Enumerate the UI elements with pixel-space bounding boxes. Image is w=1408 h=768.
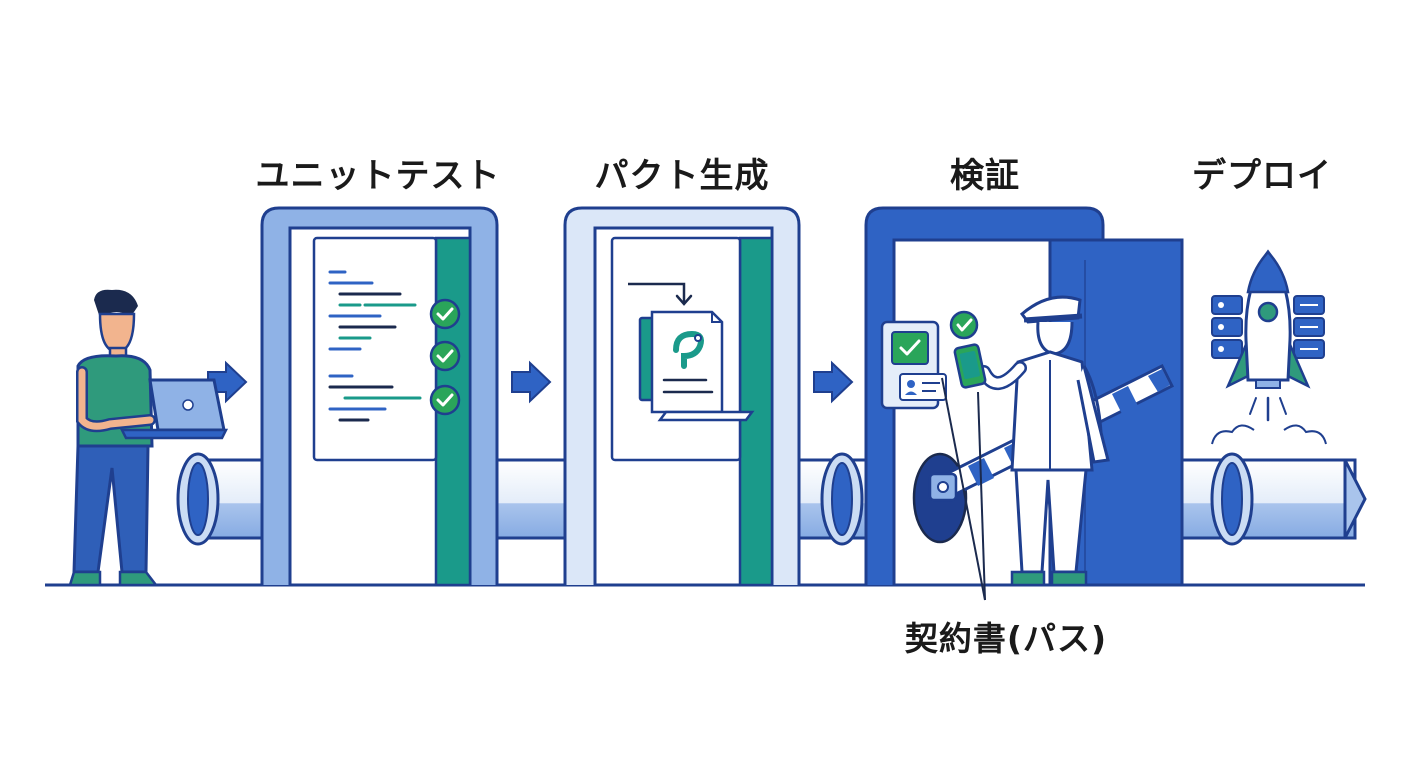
server-icon <box>1211 295 1325 359</box>
arrow-right-icon <box>511 360 552 404</box>
check-icon <box>429 298 461 330</box>
verification-gate <box>864 206 1184 601</box>
rocket-icon <box>1211 249 1327 445</box>
stage-label-pact-generation: パクト生成 <box>594 156 770 196</box>
smartphone-icon <box>953 343 987 389</box>
pact-document-icon <box>628 282 755 422</box>
callout-label-contract: 契約書(パス) <box>904 619 1108 658</box>
stage-label-unit-test: ユニットテスト <box>255 156 501 196</box>
id-card-icon <box>880 320 947 410</box>
pipe-coupling <box>1210 452 1254 546</box>
pact-generation-gate <box>563 206 801 587</box>
deploy-area <box>1211 249 1327 445</box>
check-icon <box>429 340 461 372</box>
developer-figure <box>68 289 159 587</box>
arrow-right-icon <box>813 360 854 404</box>
laptop-icon <box>119 378 229 440</box>
stage-label-verification: 検証 <box>950 156 1020 196</box>
guard-figure <box>977 295 1110 587</box>
stage-label-deploy: デプロイ <box>1192 156 1332 196</box>
test-code-panel <box>312 236 438 462</box>
pipe-coupling <box>820 452 864 546</box>
unit-test-gate <box>260 206 499 587</box>
check-icon <box>949 310 979 340</box>
check-icon <box>429 384 461 416</box>
pipe-coupling <box>176 452 220 546</box>
